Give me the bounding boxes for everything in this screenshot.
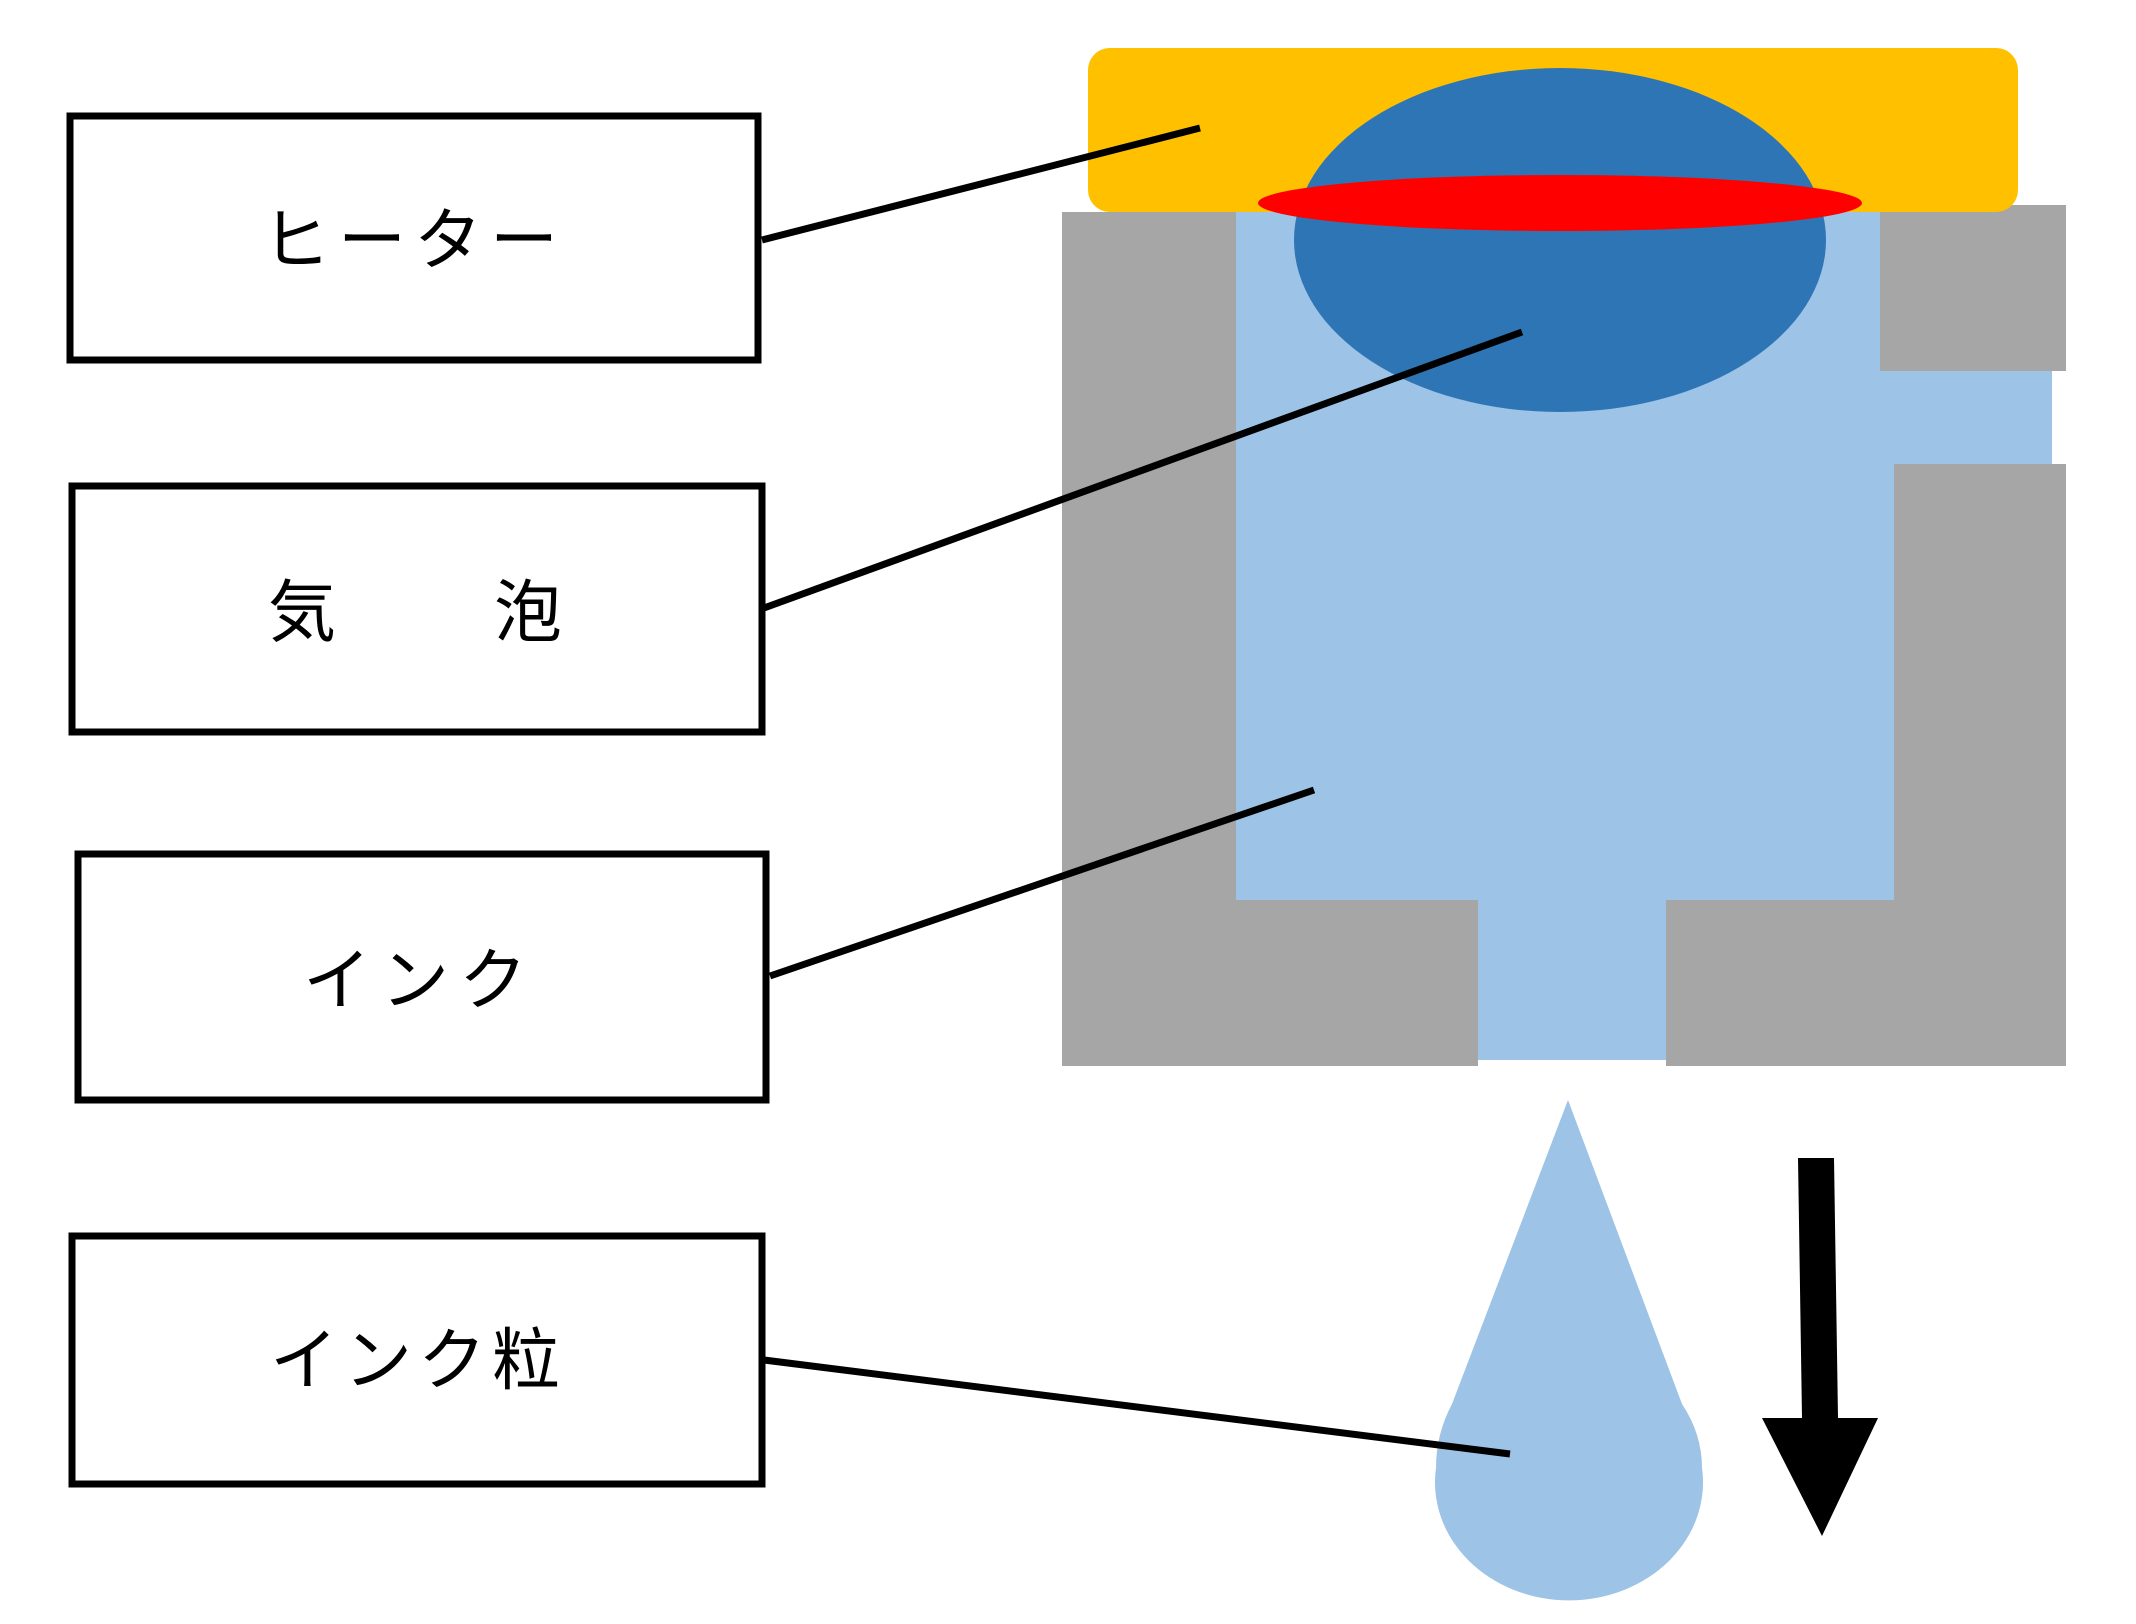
bubble-label-box (68, 482, 766, 736)
heating-element (1258, 175, 1862, 231)
bottom-right-wall (1666, 900, 2066, 1066)
upper-right-wall (1880, 205, 2066, 371)
heater-label-box (66, 112, 762, 364)
heater-label: ヒーター (262, 202, 566, 281)
heater-leader-line (761, 124, 1201, 244)
ink-leader-line (768, 786, 1316, 980)
droplet-leader-line (763, 1356, 1511, 1458)
ink-label-box (74, 850, 770, 1104)
ink-label: インク (303, 942, 537, 1021)
bubble-label-char2: 泡 (494, 574, 562, 653)
ink-droplet (1435, 1100, 1703, 1601)
ink-nozzle (1478, 900, 1666, 1060)
bubble-label-char1: 気 (268, 574, 336, 653)
bottom-left-wall (1062, 900, 1478, 1066)
droplet-label: インク粒 (270, 1322, 566, 1401)
bubble-leader-line (762, 328, 1524, 612)
down-arrow (1762, 1158, 1878, 1536)
droplet-label-box (68, 1232, 766, 1488)
bubble (1294, 68, 1826, 412)
lower-right-wall (1894, 464, 2066, 914)
